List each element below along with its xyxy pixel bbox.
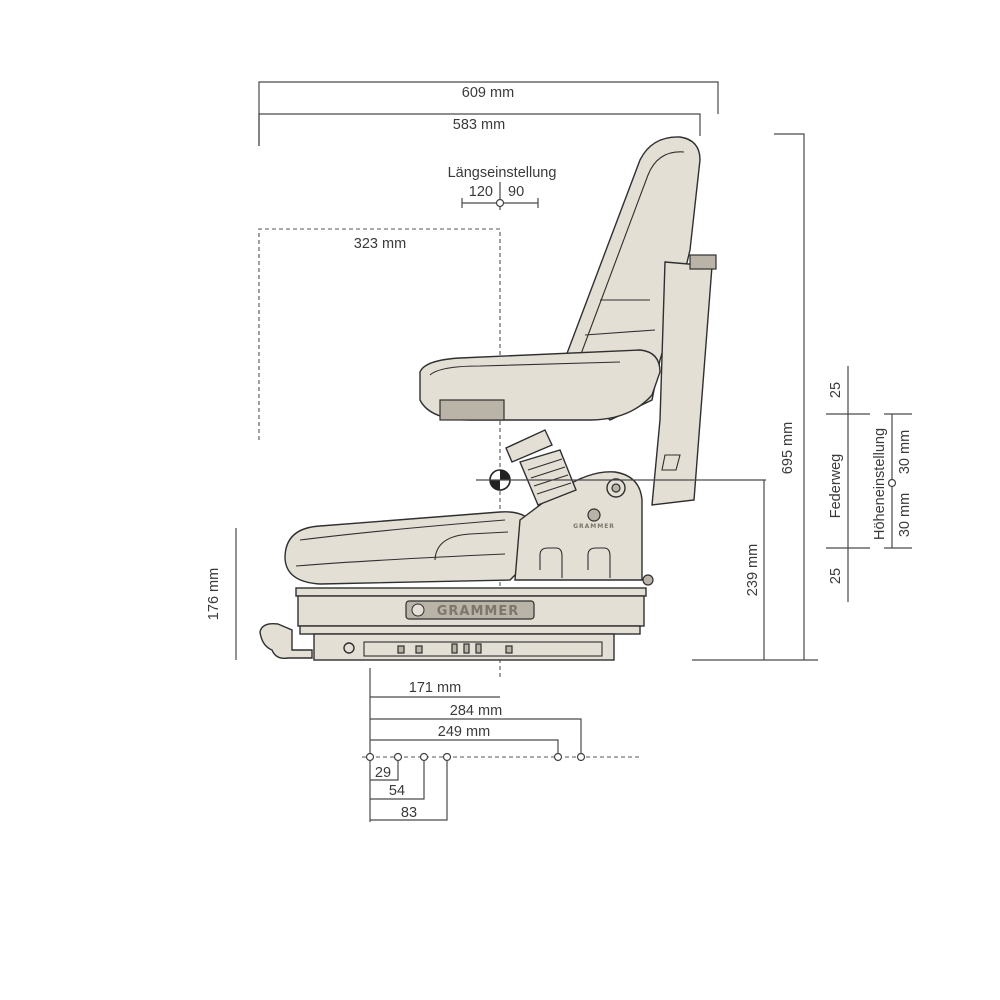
label-120: 120	[469, 184, 493, 200]
mount-hole	[576, 752, 586, 762]
label-90: 90	[508, 184, 524, 200]
dim-cushion-height: 176 mm	[206, 528, 237, 660]
mount-hole	[393, 752, 403, 762]
seat-cushion	[284, 511, 536, 585]
rail-top	[299, 625, 641, 635]
front-adjust-handle	[259, 622, 313, 660]
mount-hole	[442, 752, 452, 762]
housing-brand-text: GRAMMER	[573, 523, 615, 530]
label-284: 284 mm	[450, 703, 502, 719]
armrest-handle	[439, 399, 505, 421]
recline-lever	[505, 429, 553, 463]
label-83: 83	[401, 805, 417, 821]
dim-suspension-travel: 25 25 Federweg	[826, 366, 870, 602]
mount-hole	[365, 752, 375, 762]
dim-overall-height: 695 mm	[774, 133, 805, 660]
seat-drawing: GRAMMER GRAMMER	[259, 136, 717, 661]
dim-mount-284: 284 mm	[370, 703, 582, 757]
base-plate-top	[295, 587, 647, 597]
dim-longitudinal-adjust: Längseinstellung 120 90	[448, 165, 557, 210]
adjust-grip	[519, 449, 577, 506]
label-laengseinstellung: Längseinstellung	[448, 165, 557, 181]
label-695: 695 mm	[780, 422, 796, 474]
mount-hole	[419, 752, 429, 762]
brand-logo-text: GRAMMER	[437, 604, 520, 619]
label-federweg: Federweg	[828, 454, 844, 518]
dim-hole-29: 29	[370, 761, 399, 781]
label-25-bottom: 25	[828, 568, 844, 584]
mounting-holes	[362, 752, 640, 762]
label-hoeheneinstellung: Höheneinstellung	[872, 428, 888, 540]
dim-hole-54: 54	[370, 761, 425, 800]
dim-height-adjust: Höheneinstellung 30 mm 30 mm	[872, 413, 913, 549]
label-609: 609 mm	[462, 85, 514, 101]
dim-center-height: 239 mm	[692, 480, 818, 661]
label-25-top: 25	[828, 382, 844, 398]
dim-backrest-depth: 583 mm	[258, 113, 701, 146]
brand-badge	[405, 600, 535, 620]
dim-hole-83: 83	[370, 761, 448, 821]
label-171: 171 mm	[409, 680, 461, 696]
label-29: 29	[375, 765, 391, 781]
label-176: 176 mm	[206, 568, 222, 620]
dim-mount-249: 249 mm	[370, 724, 559, 757]
dim-center-offset: 171 mm	[369, 668, 500, 822]
label-583: 583 mm	[453, 117, 505, 133]
mount-hole	[553, 752, 563, 762]
label-249: 249 mm	[438, 724, 490, 740]
dim-armrest-to-center: 323 mm	[258, 228, 501, 680]
center-point-marker	[476, 469, 766, 491]
label-30-up: 30 mm	[897, 430, 913, 474]
label-30-down: 30 mm	[897, 493, 913, 537]
label-54: 54	[389, 783, 405, 799]
label-323: 323 mm	[354, 236, 406, 252]
backrest-top-handle	[689, 254, 717, 270]
label-239: 239 mm	[745, 544, 761, 596]
